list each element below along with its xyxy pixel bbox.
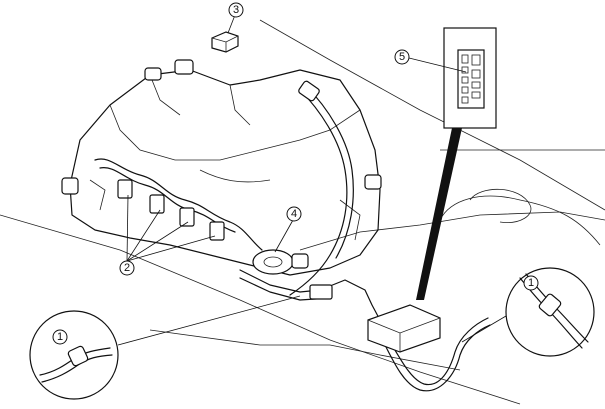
connector-face-inset [416, 27, 497, 300]
callout-3: 3 [228, 2, 244, 18]
throttle-body [252, 249, 309, 275]
wiring-harness [239, 80, 491, 392]
zoom-detail-left [29, 295, 301, 400]
callout-5: 5 [394, 49, 410, 65]
callout-3-text: 3 [233, 4, 239, 16]
vehicle-frame-lines [0, 19, 605, 405]
engine-block [61, 59, 382, 276]
callout-1-right-text: 1 [528, 277, 534, 289]
callout-4: 4 [286, 206, 302, 222]
control-module [367, 304, 441, 353]
callout-1-left: 1 [52, 329, 68, 345]
callout-2-text: 2 [124, 262, 130, 274]
callout-1-left-text: 1 [57, 331, 63, 343]
callout-leaders [126, 14, 467, 262]
callout-5-text: 5 [399, 51, 405, 63]
injector [117, 179, 225, 241]
callout-4-text: 4 [291, 208, 297, 220]
fuel-rail [94, 158, 263, 251]
callout-2: 2 [119, 260, 135, 276]
callout-1-right: 1 [523, 275, 539, 291]
connector-3 [211, 31, 239, 53]
